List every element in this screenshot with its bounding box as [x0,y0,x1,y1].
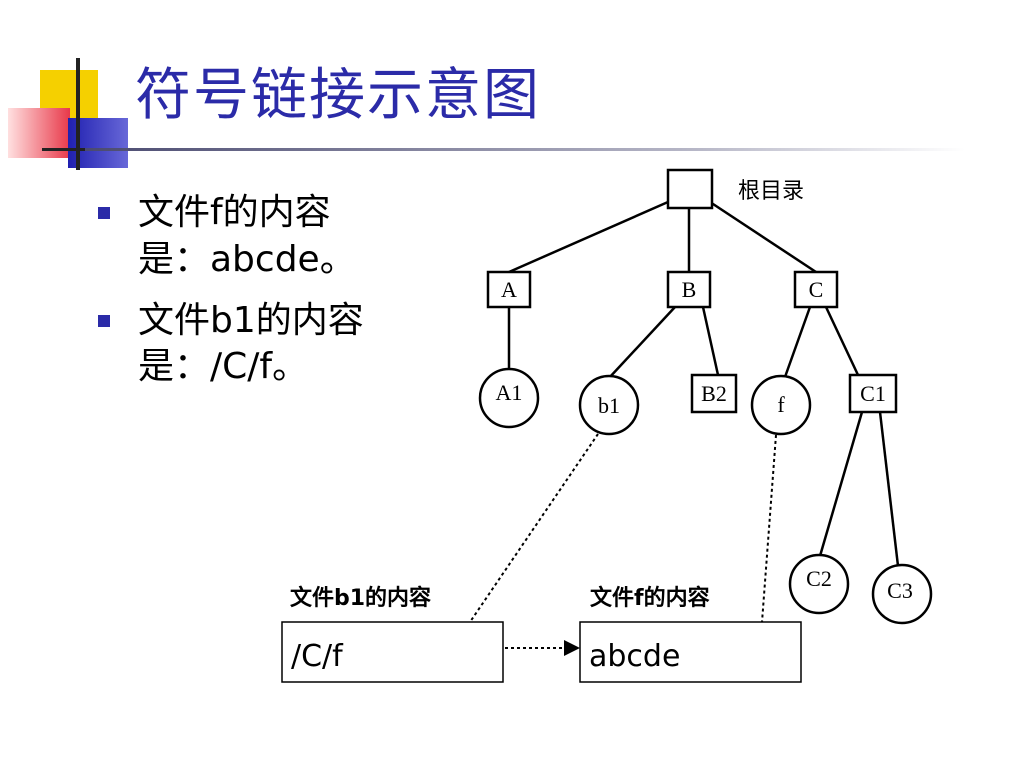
bullet-line: 是：/C/f。 [138,346,309,388]
f-content-caption: 文件f的内容 [590,585,710,611]
bullet-item: 文件f的内容 是：abcde。 [98,190,428,284]
b1-content-value: /C/f [291,639,344,674]
bullet-line: 是：abcde。 [138,238,356,280]
root-node [666,168,714,210]
link-edges [469,433,777,656]
node-c3 [871,563,933,625]
bullet-list: 文件f的内容 是：abcde。 文件b1的内容 是：/C/f。 [98,190,428,405]
bullet-item: 文件b1的内容 是：/C/f。 [98,298,428,392]
slide-title: 符号链接示意图 [135,63,541,128]
node-c [793,270,839,309]
tree-edges [507,200,900,567]
root-label: 根目录 [738,179,804,204]
edge-b-b1 [608,306,676,379]
node-c3-label: C3 [887,578,913,603]
f-content-box [579,621,802,683]
bullet-square-icon [98,314,110,327]
bullet-text: 文件b1的内容 是：/C/f。 [138,298,428,392]
node-b1-label: b1 [598,393,620,418]
node-b [666,270,712,309]
bullet-square-icon [98,207,110,219]
node-a1-label: A1 [496,380,523,405]
node-b-label: B [682,277,697,302]
bullet-line: 文件b1的内容 [138,299,364,341]
edge-c-c1 [824,306,860,376]
edge-c-f [783,306,812,378]
node-c2-label: C2 [806,566,832,591]
node-f [750,374,812,436]
bullet-text: 文件f的内容 是：abcde。 [138,190,428,284]
f-content-value: abcde [589,639,680,674]
node-a-label: A [501,277,517,302]
edge-root-c [709,200,817,274]
edge-root-a [508,200,669,274]
node-b1 [578,374,640,436]
bullet-line: 文件f的内容 [138,192,331,233]
b1-content-box [281,621,504,683]
node-a1 [478,367,540,429]
link-b1-content [469,433,599,623]
node-c2 [788,553,850,615]
deco-vertical-line [76,58,80,170]
title-underline [85,148,965,151]
node-b2-label: B2 [701,381,727,406]
edge-b-b2 [701,306,720,376]
link-f-content [761,434,777,623]
node-c1-label: C1 [860,381,886,406]
edge-c1-c2 [818,411,864,557]
b1-content-caption: 文件b1的内容 [290,585,431,611]
node-a [486,270,532,309]
edge-c1-c3 [878,411,900,567]
node-b2 [690,373,738,414]
node-c1 [848,373,898,414]
node-c-label: C [809,277,824,302]
node-f-label: f [777,392,785,417]
